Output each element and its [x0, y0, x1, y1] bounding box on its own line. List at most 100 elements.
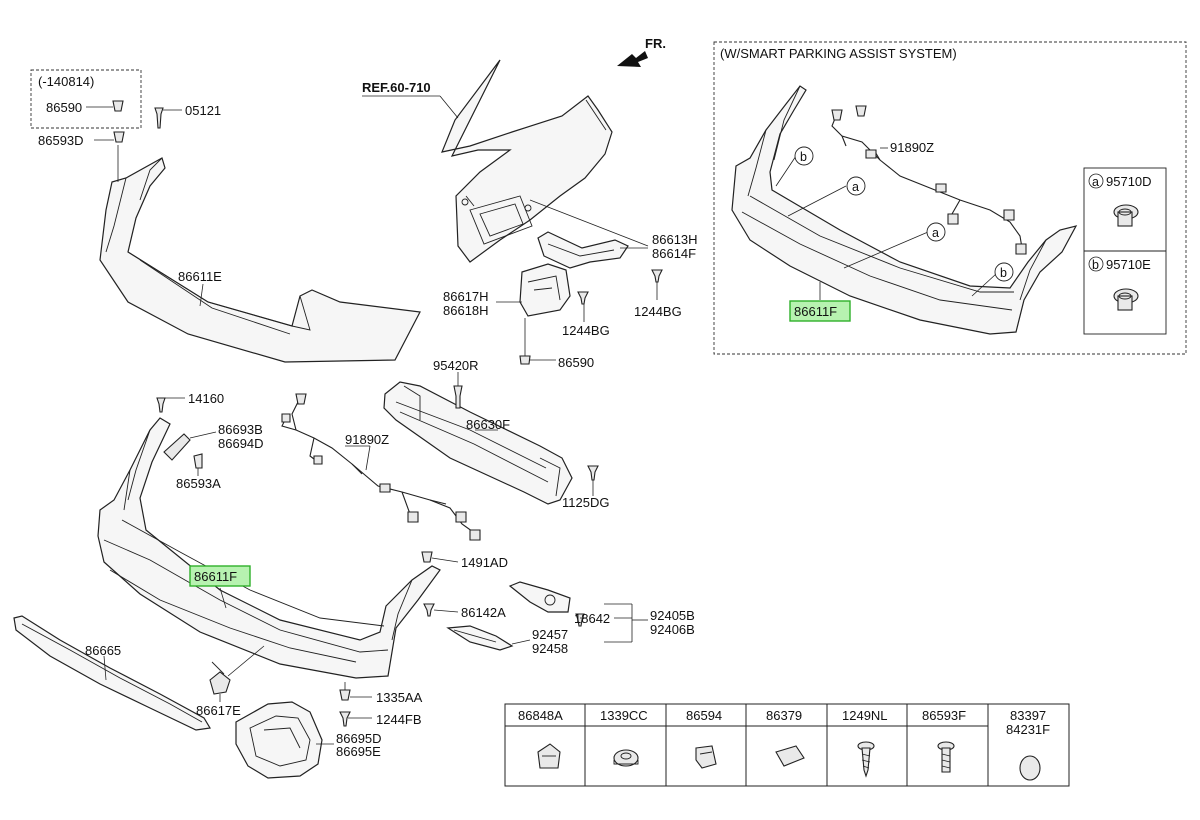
callout-labels: 05121 86593D 86611E 86613H 86614F 86617H…	[38, 103, 934, 759]
side-bracket-86613H	[537, 231, 663, 283]
callout-1491AD: 1491AD	[461, 555, 508, 570]
sensor-marker-b-1: b	[794, 146, 814, 166]
callout-92405B: 92405B	[650, 608, 695, 623]
push-clip-icon	[537, 743, 561, 769]
svg-text:a: a	[852, 180, 859, 194]
legend-entry-b: b 95710E	[1088, 256, 1151, 311]
callout-91890Z-spas: 91890Z	[890, 140, 934, 155]
callout-92457: 92457	[532, 627, 568, 642]
clip-icon	[421, 551, 433, 563]
screw-icon	[577, 291, 589, 305]
clip-icon	[519, 355, 531, 365]
callout-1125DG: 1125DG	[562, 495, 609, 510]
screw-icon	[575, 613, 585, 627]
date-inset-part: 86590	[46, 100, 82, 115]
parking-sensor-icon	[1113, 288, 1139, 311]
nut-icon	[613, 749, 639, 767]
front-direction-indicator: FR.	[617, 36, 666, 67]
bolt-icon	[453, 385, 463, 409]
screw-icon	[339, 711, 351, 727]
front-label: FR.	[645, 36, 666, 51]
skid-plate-86665	[13, 615, 211, 731]
sensor-marker-b-2: b	[994, 262, 1014, 282]
date-inset-frame	[30, 69, 142, 129]
callout-86614F: 86614F	[652, 246, 696, 261]
callout-92458: 92458	[532, 641, 568, 656]
fastener-table: 86848A 1339CC 86594 86379 1249NL 86593F …	[504, 703, 1070, 787]
parking-sensor-icon	[1113, 204, 1139, 227]
spas-inset-frame	[713, 41, 1187, 355]
highlight-86611F-spas	[789, 300, 851, 322]
callout-86593A: 86593A	[176, 476, 221, 491]
callout-86617H: 86617H	[443, 289, 489, 304]
fastener-1249NL-label: 1249NL	[842, 708, 888, 723]
screw-icon	[587, 465, 599, 481]
highlight-86611F-main	[189, 565, 251, 587]
callout-86694D: 86694D	[218, 436, 264, 451]
clip-icon	[113, 131, 125, 143]
callout-86142A: 86142A	[461, 605, 506, 620]
fastener-1339CC-label: 1339CC	[600, 708, 648, 723]
bracket-86695D	[235, 689, 351, 779]
date-inset: (-140814) 86590	[30, 69, 142, 129]
bumper-cover-86611E	[99, 107, 421, 363]
clip-icon	[339, 689, 351, 701]
bolt-washer-icon	[937, 741, 955, 773]
bumper-cover-86611F	[97, 397, 441, 679]
clip-icon	[112, 100, 124, 112]
callout-86593D: 86593D	[38, 133, 84, 148]
clip-icon	[193, 453, 203, 469]
callout-14160: 14160	[188, 391, 224, 406]
tapping-screw-icon	[857, 741, 875, 778]
svg-text:b: b	[1000, 266, 1007, 280]
sensor-marker-a-1: a	[846, 176, 866, 196]
callout-1244BG-a: 1244BG	[562, 323, 610, 338]
fastener-86594-label: 86594	[686, 708, 722, 723]
svg-text:b: b	[800, 150, 807, 164]
quarter-panel-reference	[441, 59, 613, 263]
callout-86618H: 86618H	[443, 303, 489, 318]
screw-icon	[651, 269, 663, 283]
front-arrow-icon	[617, 51, 648, 67]
svg-text:a: a	[932, 226, 939, 240]
reflector-lens-92457	[446, 625, 514, 651]
svg-text:b: b	[1092, 258, 1099, 272]
bracket-86617H	[519, 263, 589, 365]
callout-92406B: 92406B	[650, 622, 695, 637]
callout-86695D: 86695D	[336, 731, 382, 746]
screw-icon	[154, 107, 164, 129]
fastener-86379-label: 86379	[766, 708, 802, 723]
sensor-marker-a-2: a	[926, 222, 946, 242]
reflector-bracket-92405B	[508, 581, 585, 627]
callout-86665: 86665	[85, 643, 121, 658]
callout-18642: 18642	[574, 611, 610, 626]
fastener-86848A-label: 86848A	[518, 708, 563, 723]
callout-86695E: 86695E	[336, 744, 381, 759]
wiring-harness-91890Z	[281, 393, 481, 541]
fastener-83397-label: 83397	[1010, 708, 1046, 723]
svg-text:95710D: 95710D	[1106, 174, 1152, 189]
callout-1244BG-b: 1244BG	[634, 304, 682, 319]
callout-86611E: 86611E	[178, 269, 222, 284]
callout-1335AA: 1335AA	[376, 690, 423, 705]
svg-text:a: a	[1092, 175, 1099, 189]
callout-1244FB: 1244FB	[376, 712, 422, 727]
callout-86693B: 86693B	[218, 422, 263, 437]
plug-cap-icon	[1019, 755, 1041, 781]
callout-86617E: 86617E	[196, 703, 241, 718]
callout-95420R: 95420R	[433, 358, 479, 373]
callout-86611F-main: 86611F	[194, 569, 237, 584]
ref-label: REF.60-710	[362, 80, 431, 95]
svg-text:95710E: 95710E	[1106, 257, 1151, 272]
bolt-icon	[156, 397, 166, 413]
fastener-84231F-label: 84231F	[1006, 722, 1050, 737]
callout-86613H: 86613H	[652, 232, 698, 247]
screw-icon	[423, 603, 435, 617]
spas-inset: (W/SMART PARKING ASSIST SYSTEM)	[713, 41, 1187, 355]
spas-inset-title: (W/SMART PARKING ASSIST SYSTEM)	[720, 46, 957, 61]
square-clip-icon	[695, 745, 717, 769]
sensor-legend: a 95710D b 95710E	[1083, 167, 1167, 335]
callout-05121: 05121	[185, 103, 221, 118]
legend-entry-a: a 95710D	[1088, 173, 1152, 227]
